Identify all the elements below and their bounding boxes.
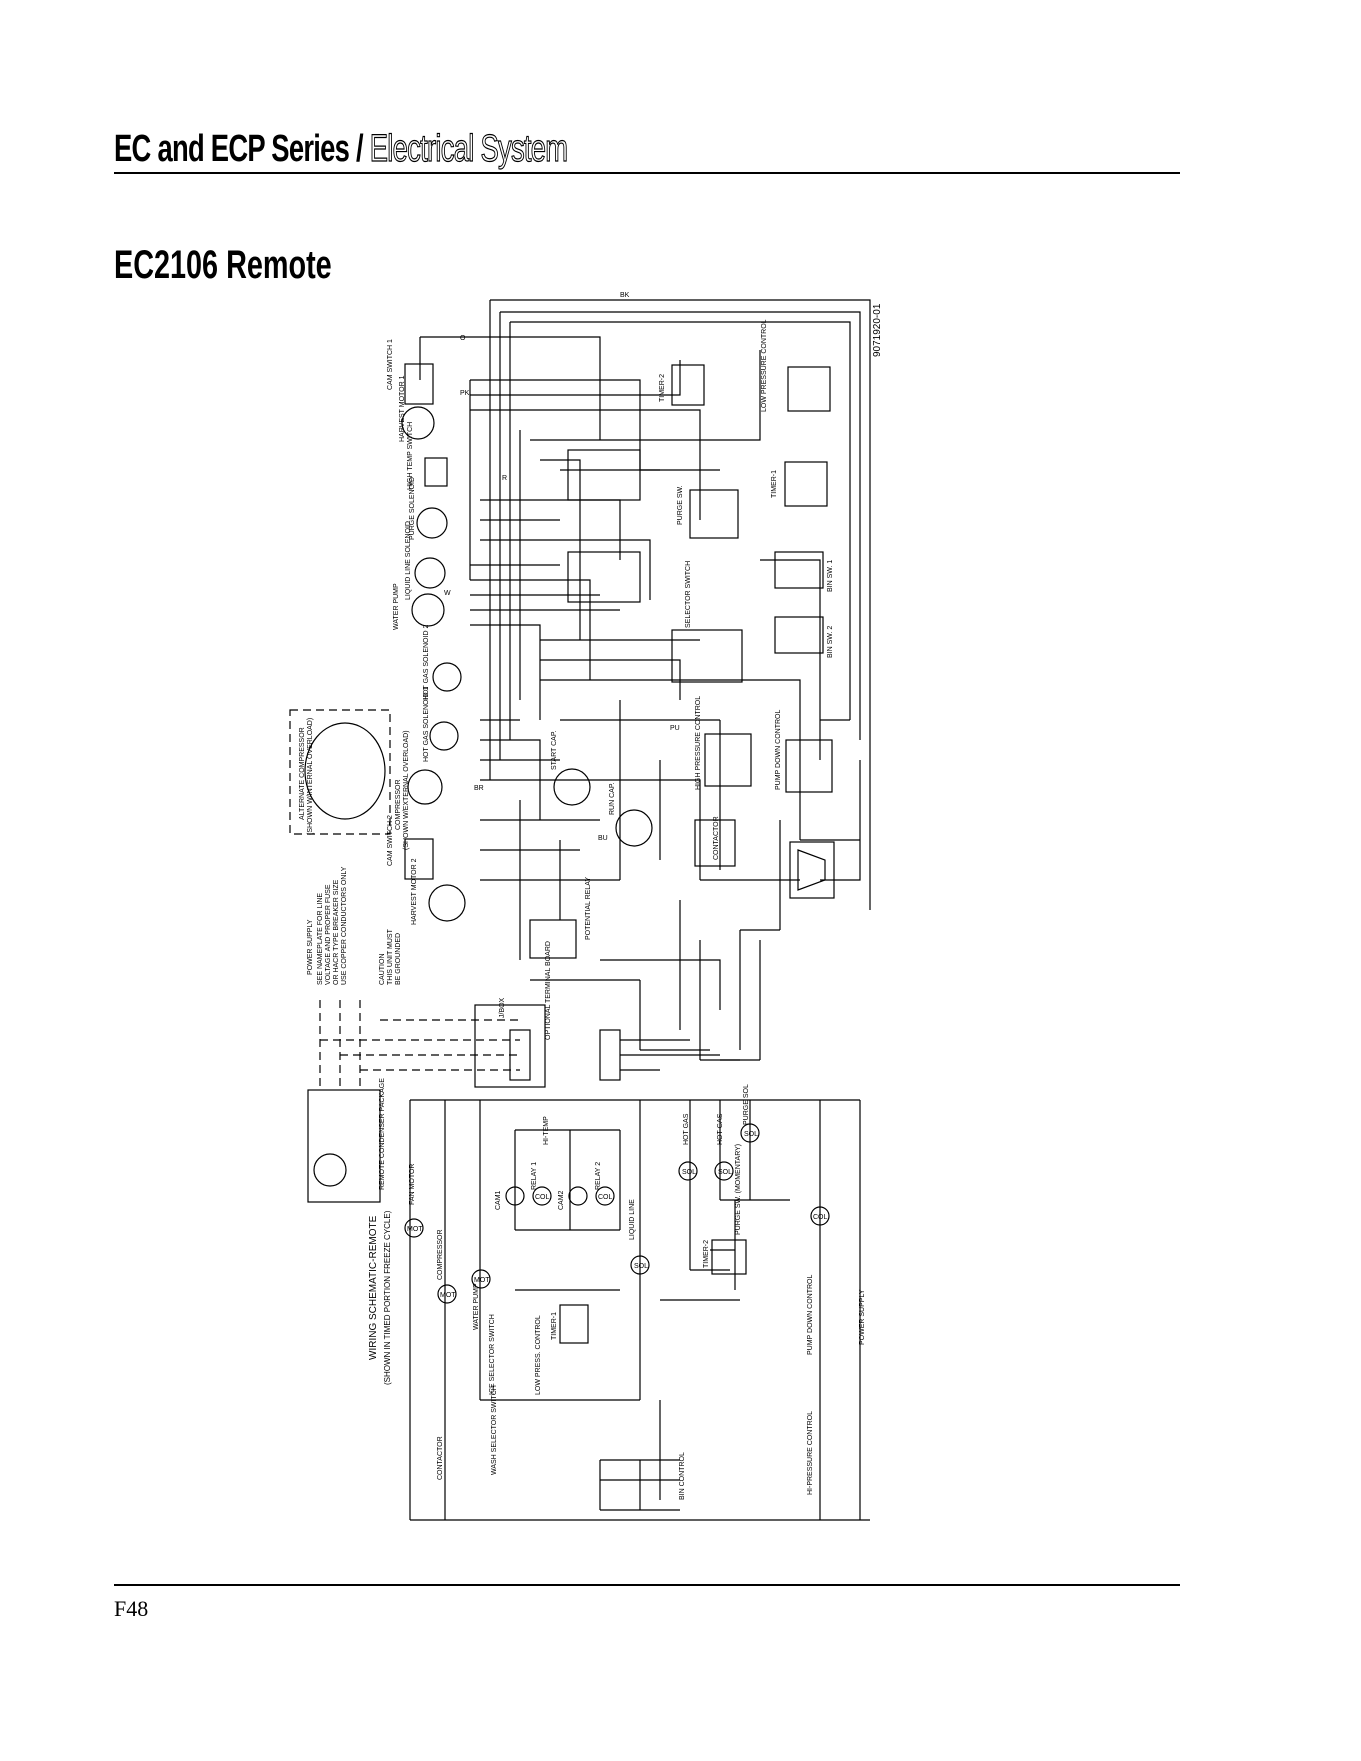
bin-control-label: BIN CONTROL	[679, 1452, 686, 1500]
low-press-control-label: LOW PRESS. CONTROL	[535, 1315, 542, 1395]
power-supply-note-2: VOLTAGE AND PROPER FUSE	[325, 884, 332, 985]
power-supply-note-1: SEE NAMEPLATE FOR LINE	[317, 893, 324, 985]
purge-sw-label: PURGE SW.	[677, 485, 684, 525]
ice-selector-switch-label: ICE SELECTOR SWITCH	[489, 1314, 496, 1395]
alternate-compressor-note-label: (SHOWN W/INTERNAL OVERLOAD)	[307, 718, 314, 835]
hi-pressure-control-label: HI-PRESSURE CONTROL	[807, 1411, 814, 1495]
bin-sw-1-label: BIN SW. 1	[827, 560, 834, 592]
col-label-contactor: COL	[813, 1214, 828, 1221]
contactor-schematic-label: CONTACTOR	[437, 1436, 444, 1480]
cam-switch-1-label: CAM SWITCH 1	[387, 339, 394, 390]
water-pump-label: WATER PUMP	[393, 583, 400, 630]
mot-label-compressor: MOT	[440, 1292, 456, 1299]
wire-color-bu: BU	[598, 835, 608, 842]
purge-sw-momentary-label: PURGE SW. (MOMENTARY)	[735, 1144, 742, 1235]
hot-gas-solenoid-2-label: HOT GAS SOLENOID 2	[423, 625, 430, 700]
sol-label-liquid: SOL	[634, 1263, 648, 1270]
wiring-diagram-main	[289, 299, 871, 1203]
hot-gas-label-1: HOT GAS	[683, 1113, 690, 1145]
low-pressure-control-label: LOW PRESSURE CONTROL	[761, 319, 768, 412]
wire-color-r: R	[502, 475, 507, 482]
timer-1-schematic-label: TIMER-1	[551, 1312, 558, 1340]
page-header: EC and ECP Series / Electrical System	[114, 127, 569, 171]
caution-line-2: THIS UNIT MUST	[387, 928, 394, 985]
wire-color-o: O	[460, 335, 466, 342]
mot-label-pump: MOT	[474, 1277, 490, 1284]
mot-label-fan: MOT	[407, 1226, 423, 1233]
jbox-label: J/BOX	[499, 997, 506, 1018]
bin-sw-2-label: BIN SW. 2	[827, 626, 834, 658]
col-label-relay2: COL	[598, 1194, 613, 1201]
cam2-label: CAM2	[558, 1190, 565, 1210]
wire-color-pu: PU	[670, 725, 680, 732]
cam1-label: CAM1	[495, 1190, 502, 1210]
header-section: Electrical System	[369, 127, 568, 170]
part-number-label: 9071920-01	[872, 303, 883, 357]
hi-temp-label: HI-TEMP	[543, 1116, 550, 1145]
power-supply-note-4: USE COPPER CONDUCTORS ONLY	[341, 866, 348, 985]
timer-2-schematic-label: TIMER-2	[703, 1240, 710, 1268]
compressor-schematic-label: COMPRESSOR	[437, 1229, 444, 1280]
wiring-schematic-note: (SHOWN IN TIMED PORTION FREEZE CYCLE)	[383, 1210, 392, 1385]
wire-color-bk: BK	[620, 292, 630, 299]
wash-selector-switch-label: WASH SELECTOR SWITCH	[491, 1385, 498, 1475]
high-pressure-control-label: HIGH PRESSURE CONTROL	[695, 696, 702, 790]
compressor-note-label: (SHOWN W/EXTERNAL OVERLOAD)	[403, 730, 410, 850]
harvest-motor-1-label: HARVEST MOTOR 1	[399, 375, 406, 442]
timer-1-label: TIMER-1	[771, 470, 778, 498]
fan-motor-label: FAN MOTOR	[409, 1164, 416, 1205]
cam-switch-2-label: CAM SWITCH 2	[387, 815, 394, 866]
header-series: EC and ECP Series	[114, 128, 350, 170]
liquid-line-solenoid-label: LIQUID LINE SOLENOID	[405, 521, 412, 600]
page-subtitle: EC2106 Remote	[114, 243, 332, 287]
run-cap-label: RUN CAP.	[609, 782, 616, 815]
sol-label-hotgas2: SOL	[718, 1169, 732, 1176]
pump-down-control-label: PUMP DOWN CONTROL	[775, 710, 782, 790]
alternate-compressor-label: ALTERNATE COMPRESSOR	[299, 727, 306, 820]
header-separator: /	[349, 128, 370, 170]
water-pump-schematic-label: WATER PUMP	[473, 1283, 480, 1330]
caution-line-3: BE GROUNDED	[395, 933, 402, 985]
high-temp-switch-label: HIGH TEMP SWITCH	[407, 422, 414, 490]
ladder-schematic	[404, 1099, 870, 1521]
power-supply-schematic-label: POWER SUPPLY	[859, 1289, 866, 1345]
relay-1-label: RELAY 1	[531, 1162, 538, 1190]
wiring-schematic-title: WIRING SCHEMATIC-REMOTE	[368, 1215, 379, 1360]
wire-color-br: BR	[474, 785, 484, 792]
wire-color-pk: PK	[460, 390, 470, 397]
start-cap-label: START CAP.	[551, 730, 558, 770]
purge-solenoid-label: PURGE SOLENOID	[409, 477, 416, 540]
col-label-relay1: COL	[535, 1194, 550, 1201]
page-number: F48	[114, 1596, 149, 1621]
harvest-motor-2-label: HARVEST MOTOR 2	[411, 858, 418, 925]
wire-color-w: W	[444, 590, 451, 597]
footer-rule	[114, 1584, 1180, 1586]
hot-gas-solenoid-1-label: HOT GAS SOLENOID 1	[423, 687, 430, 762]
caution-line-1: CAUTION	[379, 954, 386, 986]
sol-label-hotgas1: SOL	[682, 1169, 696, 1176]
power-supply-label: POWER SUPPLY	[307, 919, 314, 975]
header-rule	[114, 172, 1180, 174]
contactor-label: CONTACTOR	[713, 816, 720, 860]
selector-switch-label: SELECTOR SWITCH	[685, 561, 692, 628]
purge-sol-label: PURGE SOL	[743, 1084, 750, 1125]
hot-gas-label-2: HOT GAS	[717, 1113, 724, 1145]
sol-label-purge: SOL	[744, 1131, 758, 1138]
power-supply-note-3: OR HACR TYPE BREAKER SIZE	[333, 879, 340, 985]
pump-down-control-schematic-label: PUMP DOWN CONTROL	[807, 1275, 814, 1355]
remote-condenser-label: REMOTE CONDENSER PACKAGE	[379, 1078, 386, 1190]
timer-2-label: TIMER-2	[659, 374, 666, 402]
compressor-label: COMPRESSOR	[395, 779, 402, 830]
liquid-line-label: LIQUID LINE	[629, 1199, 636, 1240]
potential-relay-label: POTENTIAL RELAY	[585, 877, 592, 940]
optional-terminal-board-label: OPTIONAL TERMINAL BOARD	[545, 941, 552, 1040]
relay-2-label: RELAY 2	[595, 1162, 602, 1190]
